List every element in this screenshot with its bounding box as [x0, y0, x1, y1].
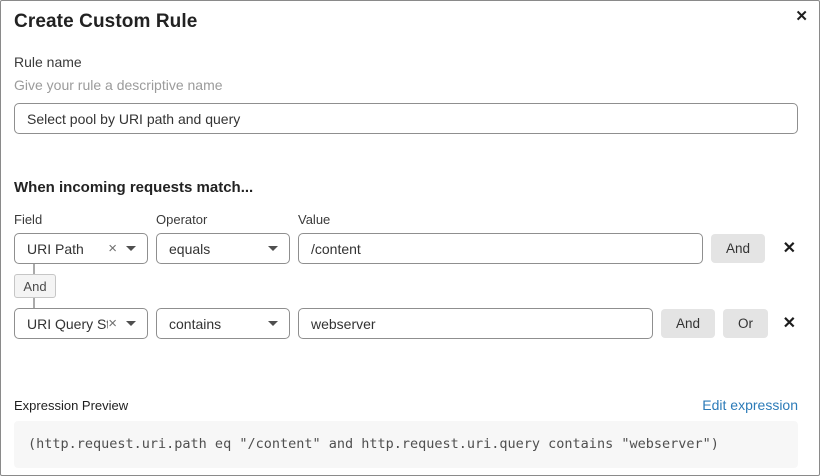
field-select[interactable]: URI Path ×	[14, 233, 148, 264]
add-and-condition-button[interactable]: And	[711, 234, 766, 263]
operator-select[interactable]: contains	[156, 308, 290, 339]
operator-select-value: equals	[169, 240, 211, 257]
value-column-label: Value	[298, 212, 331, 227]
connector-line	[33, 264, 35, 274]
clear-field-icon[interactable]: ×	[108, 240, 117, 257]
value-input[interactable]	[298, 308, 653, 339]
operator-column-label: Operator	[156, 212, 208, 227]
chevron-down-icon	[268, 321, 278, 326]
remove-condition-icon[interactable]: ✕	[782, 239, 796, 257]
connector-line	[33, 298, 35, 308]
chevron-down-icon	[268, 246, 278, 251]
remove-condition-icon[interactable]: ✕	[782, 314, 796, 332]
rule-name-hint: Give your rule a descriptive name	[14, 77, 223, 93]
operator-select[interactable]: equals	[156, 233, 290, 264]
condition-row: URI Query St... × contains And Or ✕	[14, 308, 798, 339]
close-icon[interactable]: ✕	[795, 8, 808, 25]
chevron-down-icon	[126, 321, 136, 326]
add-or-condition-button[interactable]: Or	[723, 309, 769, 338]
add-and-condition-button[interactable]: And	[661, 309, 716, 338]
expression-preview-header: Expression Preview Edit expression	[14, 397, 798, 413]
rule-name-input[interactable]	[14, 103, 798, 134]
condition-row: URI Path × equals And ✕	[14, 233, 798, 264]
value-input[interactable]	[298, 233, 703, 264]
field-select[interactable]: URI Query St... ×	[14, 308, 148, 339]
field-select-value: URI Path	[27, 240, 84, 257]
expression-code: (http.request.uri.path eq "/content" and…	[14, 421, 798, 468]
field-select-value: URI Query St...	[27, 315, 108, 332]
rule-name-label: Rule name	[14, 54, 82, 70]
edit-expression-link[interactable]: Edit expression	[702, 397, 798, 413]
field-column-label: Field	[14, 212, 43, 227]
expression-preview-label: Expression Preview	[14, 398, 129, 413]
chevron-down-icon	[126, 246, 136, 251]
match-section-heading: When incoming requests match...	[14, 179, 254, 196]
operator-select-value: contains	[169, 315, 222, 332]
and-connector-badge[interactable]: And	[14, 274, 56, 298]
clear-field-icon[interactable]: ×	[108, 315, 117, 332]
dialog-title: Create Custom Rule	[14, 11, 198, 32]
condition-column-labels: Field Operator Value	[14, 212, 798, 228]
